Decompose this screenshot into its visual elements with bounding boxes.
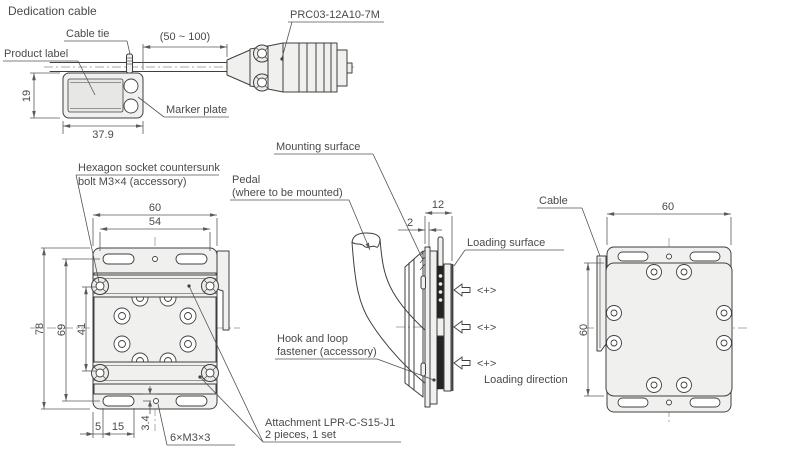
dim-front-slot-edge: 5 15	[80, 408, 135, 438]
dim-front-bolt-pitch-h: 54	[99, 216, 211, 251]
svg-text:5: 5	[95, 421, 101, 433]
marker-plate-shape	[62, 72, 144, 119]
front-body-holes	[113, 307, 197, 353]
countersunk-bolt	[201, 277, 219, 295]
loading-arrows: <+> <+> <+>	[453, 283, 496, 370]
front-cable-strip	[216, 250, 230, 331]
svg-text:Product label: Product label	[4, 48, 68, 60]
svg-text:PRC03-12A10-7M: PRC03-12A10-7M	[290, 9, 380, 21]
label-connector-model: PRC03-12A10-7M	[280, 9, 384, 61]
svg-text:69: 69	[56, 324, 68, 336]
drawing-title: Dedication cable	[8, 4, 97, 18]
cable-tie-shape	[126, 53, 133, 74]
rear-tab-slots	[617, 251, 721, 408]
label-attachment: Attachment LPR-C-S15-J1 2 pieces, 1 set	[187, 284, 401, 443]
label-tap-holes: 6×M3×3	[157, 403, 235, 446]
front-upper-bar	[92, 274, 218, 298]
front-lower-bar	[92, 361, 218, 385]
svg-text:54: 54	[149, 216, 161, 228]
label-hex-bolt: Hexagon socket countersunk bolt M3×4 (ac…	[75, 162, 220, 283]
svg-text:Mounting surface: Mounting surface	[276, 141, 360, 153]
rear-screw-holes	[606, 264, 732, 393]
hook-loop-fastener-shape	[436, 335, 445, 390]
rear-view: 60 60 Cable	[537, 195, 748, 424]
front-view: 60 54 78 69 41	[30, 162, 401, 446]
svg-text:19: 19	[21, 90, 33, 102]
side-assembly	[419, 236, 454, 408]
svg-text:2: 2	[407, 217, 413, 229]
countersunk-bolt	[201, 364, 219, 382]
label-marker-plate: Marker plate	[137, 96, 229, 118]
label-hook-loop: Hook and loop fastener (accessory)	[275, 333, 436, 382]
svg-text:60: 60	[149, 202, 161, 214]
svg-text:bolt M3×4 (accessory): bolt M3×4 (accessory)	[78, 176, 187, 188]
connector-shape	[226, 42, 353, 93]
cable-shape	[49, 62, 228, 72]
load-arrow-icon	[453, 356, 471, 370]
load-point-symbol: <+>	[477, 358, 496, 370]
dim-front-height: 78	[34, 247, 90, 410]
countersunk-bolt	[91, 364, 109, 382]
svg-text:15: 15	[112, 421, 124, 433]
label-cable-tie: Cable tie	[64, 28, 131, 55]
dim-plate-width: 37.9	[62, 121, 144, 141]
label-product-label: Product label	[3, 48, 96, 96]
countersunk-bolt	[91, 277, 109, 295]
svg-text:78: 78	[34, 323, 46, 335]
dim-rear-width: 60	[606, 201, 732, 245]
svg-text:Hook and loop: Hook and loop	[277, 333, 348, 345]
product-label-sticker	[67, 78, 124, 113]
label-loading-direction: Loading direction	[484, 374, 568, 386]
side-view: 12 2 <+> <+> <+> Loading direction Mount…	[230, 141, 568, 408]
svg-text:60: 60	[578, 324, 590, 336]
dim-free-length: (50 ~ 100)	[142, 31, 228, 70]
load-arrow-icon	[453, 283, 471, 297]
svg-text:Hexagon socket countersunk: Hexagon socket countersunk	[78, 162, 220, 174]
svg-text:41: 41	[76, 323, 88, 335]
dim-front-width: 60	[92, 202, 218, 246]
svg-text:Cable tie: Cable tie	[66, 28, 109, 40]
attachment-plate-shape	[443, 263, 452, 392]
svg-text:(50 ~ 100): (50 ~ 100)	[160, 31, 210, 43]
connector-ring-screw-bottom	[253, 73, 271, 92]
load-arrow-icon	[453, 320, 471, 334]
label-loading-surface: Loading surface	[453, 237, 564, 267]
svg-text:12: 12	[432, 199, 444, 211]
pedal-face-shape	[404, 250, 424, 398]
svg-text:3.4: 3.4	[140, 415, 152, 430]
dim-front-hole-offset: 3.4	[140, 386, 156, 431]
dim-side-plate-thickness: 2	[398, 217, 442, 248]
svg-text:Attachment LPR-C-S15-J1: Attachment LPR-C-S15-J1	[265, 417, 395, 429]
svg-text:Loading surface: Loading surface	[467, 237, 545, 249]
svg-text:Marker plate: Marker plate	[166, 104, 227, 116]
svg-text:Pedal: Pedal	[232, 174, 260, 186]
front-tab-slots	[102, 253, 208, 407]
svg-text:Cable: Cable	[539, 195, 568, 207]
svg-text:37.9: 37.9	[92, 129, 113, 141]
label-cable: Cable	[537, 195, 601, 257]
dim-plate-height: 19	[21, 72, 60, 119]
dim-rear-height: 60	[578, 262, 604, 397]
cable-assembly-view: Dedication cable	[3, 4, 384, 141]
rear-cable-shape	[596, 255, 607, 352]
pedal-shape	[351, 232, 427, 385]
svg-text:60: 60	[662, 201, 674, 213]
label-pedal: Pedal (where to be mounted)	[230, 174, 371, 251]
svg-text:(where to be mounted): (where to be mounted)	[232, 187, 343, 199]
load-point-symbol: <+>	[477, 285, 496, 297]
mounting-plate-shape	[424, 246, 431, 408]
dim-front-bolt-pitch-v: 41	[76, 286, 96, 372]
dim-side-total-thickness: 12	[424, 199, 453, 261]
svg-text:fastener (accessory): fastener (accessory)	[277, 346, 377, 358]
label-mounting-surface: Mounting surface	[274, 141, 424, 261]
rear-body	[605, 262, 733, 397]
svg-text:2 pieces, 1 set: 2 pieces, 1 set	[265, 429, 336, 441]
load-point-symbol: <+>	[477, 322, 496, 334]
svg-text:6×M3×3: 6×M3×3	[170, 432, 210, 444]
